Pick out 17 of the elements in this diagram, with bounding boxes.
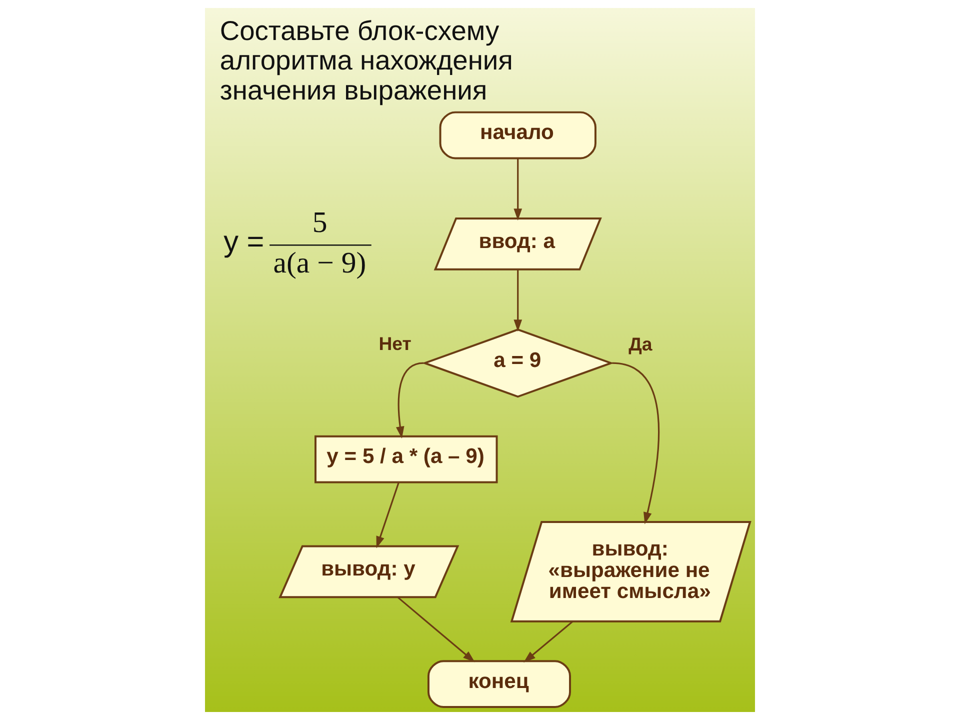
- arrow: [376, 482, 400, 548]
- arrow: [396, 362, 424, 438]
- arrow: [612, 362, 660, 524]
- node-box: начало: [439, 111, 596, 160]
- arrow: [524, 620, 574, 662]
- edge-label: Да: [628, 334, 652, 355]
- node-diamond: a = 9: [422, 328, 614, 398]
- arrow: [514, 158, 522, 221]
- label: y =: [224, 226, 264, 259]
- node-box: конец: [427, 660, 571, 708]
- arrow: [397, 596, 475, 662]
- node-box: y = 5 / a * (a – 9): [314, 435, 498, 484]
- label: 5: [312, 206, 328, 239]
- diagram-title: Составьте блок-схему алгоритма нахождения значения выражения: [220, 14, 513, 106]
- edge-label: Нет: [378, 333, 412, 354]
- label: a(a − 9): [273, 246, 366, 280]
- arrow: [514, 270, 522, 332]
